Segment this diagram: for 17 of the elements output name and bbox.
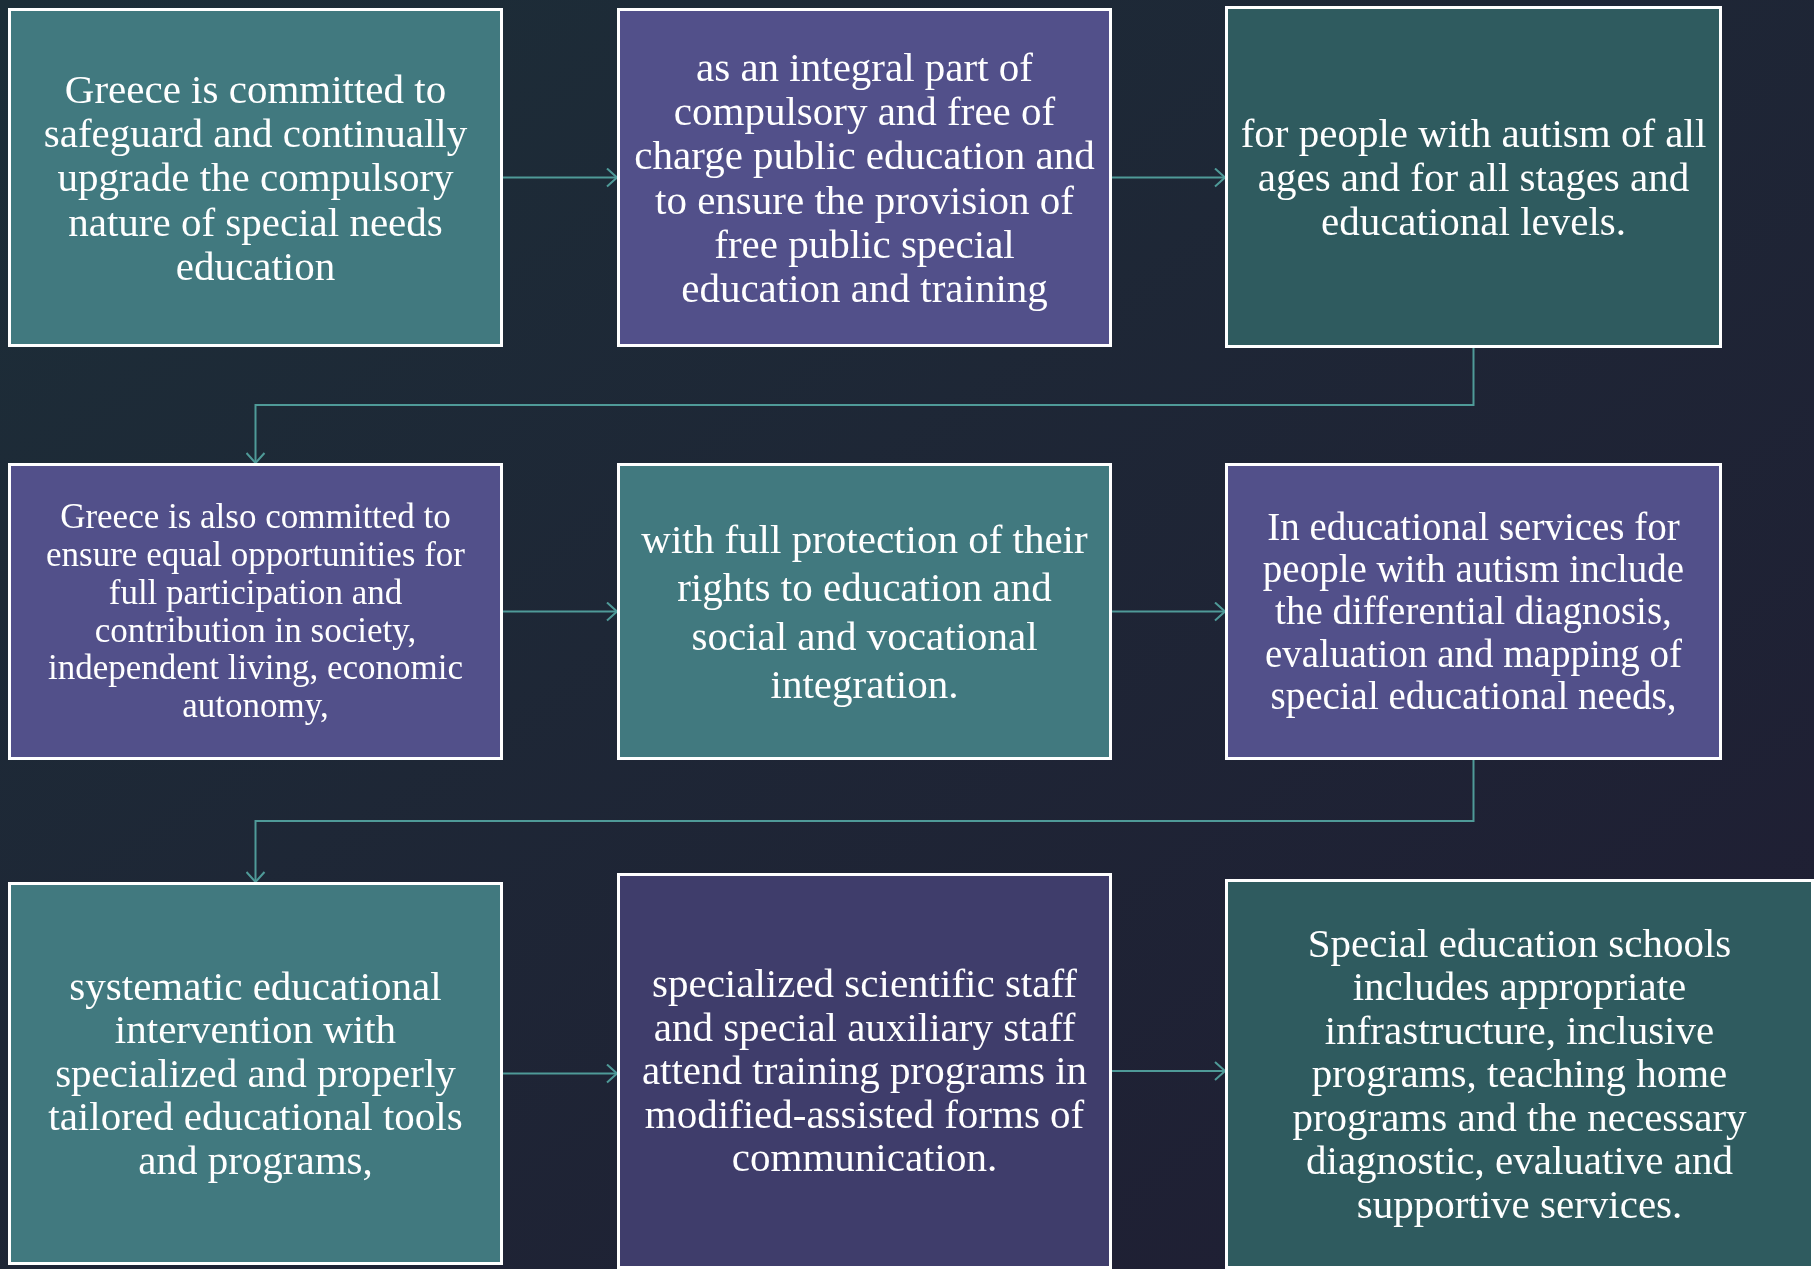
arrow xyxy=(502,167,618,188)
arrow xyxy=(502,1063,618,1084)
text-box: systematic educational intervention with specialized and properly tailored educational tools and programs, xyxy=(8,882,503,1265)
text-box: Special education schools includes appropriate infrastructure, inclusive programs, teaching home programs and the necessary diagnostic, evaluative and supportive services. xyxy=(1225,879,1814,1269)
arrow xyxy=(245,759,1475,883)
arrow xyxy=(1111,167,1226,188)
text-box: Greece is also committed to ensure equal opportunities for full participation and contribution in society, independent living, economic autonomy, xyxy=(8,463,503,760)
text-box: In educational services for people with autism include the differential diagnosis, evaluation and mapping of special educational needs, xyxy=(1225,463,1722,760)
text-box: as an integral part of compulsory and free of charge public education and to ensure the provision of free public special education and training xyxy=(617,8,1112,347)
arrow xyxy=(1111,601,1226,622)
text-box: for people with autism of all ages and for all stages and educational levels. xyxy=(1225,6,1722,348)
arrow xyxy=(502,601,618,622)
text-box: with full protection of their rights to education and social and vocational integration. xyxy=(617,463,1112,760)
text-box: specialized scientific staff and special auxiliary staff attend training programs in modified-assisted forms of communication. xyxy=(617,873,1112,1269)
text-box: Greece is committed to safeguard and continually upgrade the compulsory nature of special needs education xyxy=(8,8,503,347)
arrow xyxy=(245,347,1475,464)
arrow xyxy=(1111,1061,1226,1081)
